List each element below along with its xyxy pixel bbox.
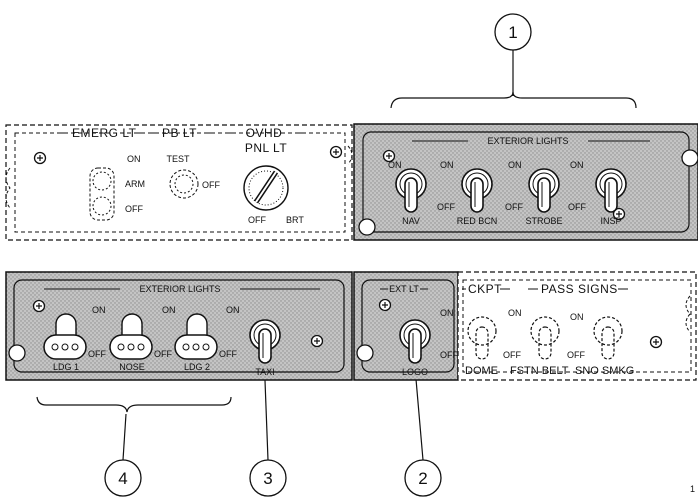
sno-smkg-label: SNO SMKG [575,365,634,377]
pnl-lt-label: PNL LT [245,141,288,155]
emerg-lt-switch[interactable] [89,167,115,221]
dome-label: DOME [465,365,498,377]
screw-icon [649,335,663,349]
fstn-belt-label: FSTN BELT [510,365,569,377]
fstn-belt-on-label: ON [570,312,584,322]
ldg2-label: LDG 2 [184,362,210,372]
strobe-label: STROBE [525,216,562,226]
figure-number: 1 [690,484,695,494]
ldg1-on-label: ON [92,305,106,315]
mount-screw-icon [8,344,26,362]
red-bcn-off-label: OFF [505,202,523,212]
logo-off-label: OFF [440,350,458,360]
emerg-arm-label: ARM [125,179,145,189]
pass-signs-label: PASS SIGNS [541,282,618,296]
emerg-on-label: ON [127,154,141,164]
nose-on-label: ON [162,305,176,315]
pb-test-label: TEST [166,154,190,164]
taxi-label: TAXI [255,367,274,377]
emerg-lt-label: EMERG LT [72,126,137,140]
exterior-lights-upper-panel: EXTERIOR LIGHTS ON ON ON ON OFF OFF OFF … [353,123,698,241]
nose-label: NOSE [119,362,145,372]
exterior-upper-title: EXTERIOR LIGHTS [487,136,568,146]
ovhd-pnl-lt-knob[interactable] [243,165,289,211]
ext-lt-logo-panel: EXT LT ON OFF LOGO [353,271,459,381]
mount-screw-icon [356,344,374,362]
red-bcn-on-label: ON [440,160,454,170]
dome-off-label: OFF [503,350,521,360]
pb-off-label: OFF [202,180,220,190]
emerg-off-label: OFF [125,204,143,214]
logo-on-label: ON [440,308,454,318]
nav-off-label: OFF [437,202,455,212]
callout-2-number: 2 [418,469,427,488]
ldg1-off-label: OFF [88,349,106,359]
nav-on-label: ON [388,160,402,170]
ldg1-label: LDG 1 [53,362,79,372]
exterior-lower-title: EXTERIOR LIGHTS [139,284,220,294]
callout-4-number: 4 [118,469,127,488]
ckpt-label: CKPT [468,282,502,296]
knob-off-label: OFF [248,215,266,225]
logo-label: LOGO [402,367,428,377]
red-bcn-label: RED BCN [457,216,498,226]
strobe-on-label: ON [508,160,522,170]
callout-1: 1 [390,13,637,109]
screw-icon [329,145,343,159]
pb-lt-test-button-inner [174,174,194,194]
screw-icon [378,298,392,312]
screw-icon [32,299,46,313]
ldg1-three-position-switch[interactable] [43,313,87,360]
overhead-left-panel: EMERG LT PB LT OVHD PNL LT ON ARM OFF TE… [5,124,353,241]
ext-lt-title: EXT LT [389,284,419,294]
pb-lt-label: PB LT [162,126,197,140]
callout-2: 2 [404,355,442,497]
knob-brt-label: BRT [286,215,304,225]
ldg2-on-label: ON [226,305,240,315]
callout-4: 4 [36,396,232,497]
insp-label: INSP [600,216,621,226]
insp-on-label: ON [570,160,584,170]
dome-on-label: ON [508,308,522,318]
strobe-off-label: OFF [568,202,586,212]
ldg2-off-label: OFF [219,349,237,359]
exterior-lights-lower-panel: EXTERIOR LIGHTS ON ON ON OF [5,271,353,381]
callout-1-number: 1 [508,23,517,42]
ovhd-label: OVHD [246,126,283,140]
ldg2-three-position-switch[interactable] [174,313,218,360]
nose-off-label: OFF [154,349,172,359]
pb-lt-test-button[interactable] [169,169,199,199]
fstn-belt-off-label: OFF [567,350,585,360]
screw-icon [33,151,47,165]
mount-screw-icon [681,149,698,167]
screw-icon [310,334,324,348]
nav-label: NAV [402,216,420,226]
nose-three-position-switch[interactable] [109,313,153,360]
mount-screw-icon [358,218,376,236]
signs-panel: CKPT PASS SIGNS ON ON OFF OFF DOME FSTN … [457,271,697,381]
callout-3-number: 3 [263,469,272,488]
